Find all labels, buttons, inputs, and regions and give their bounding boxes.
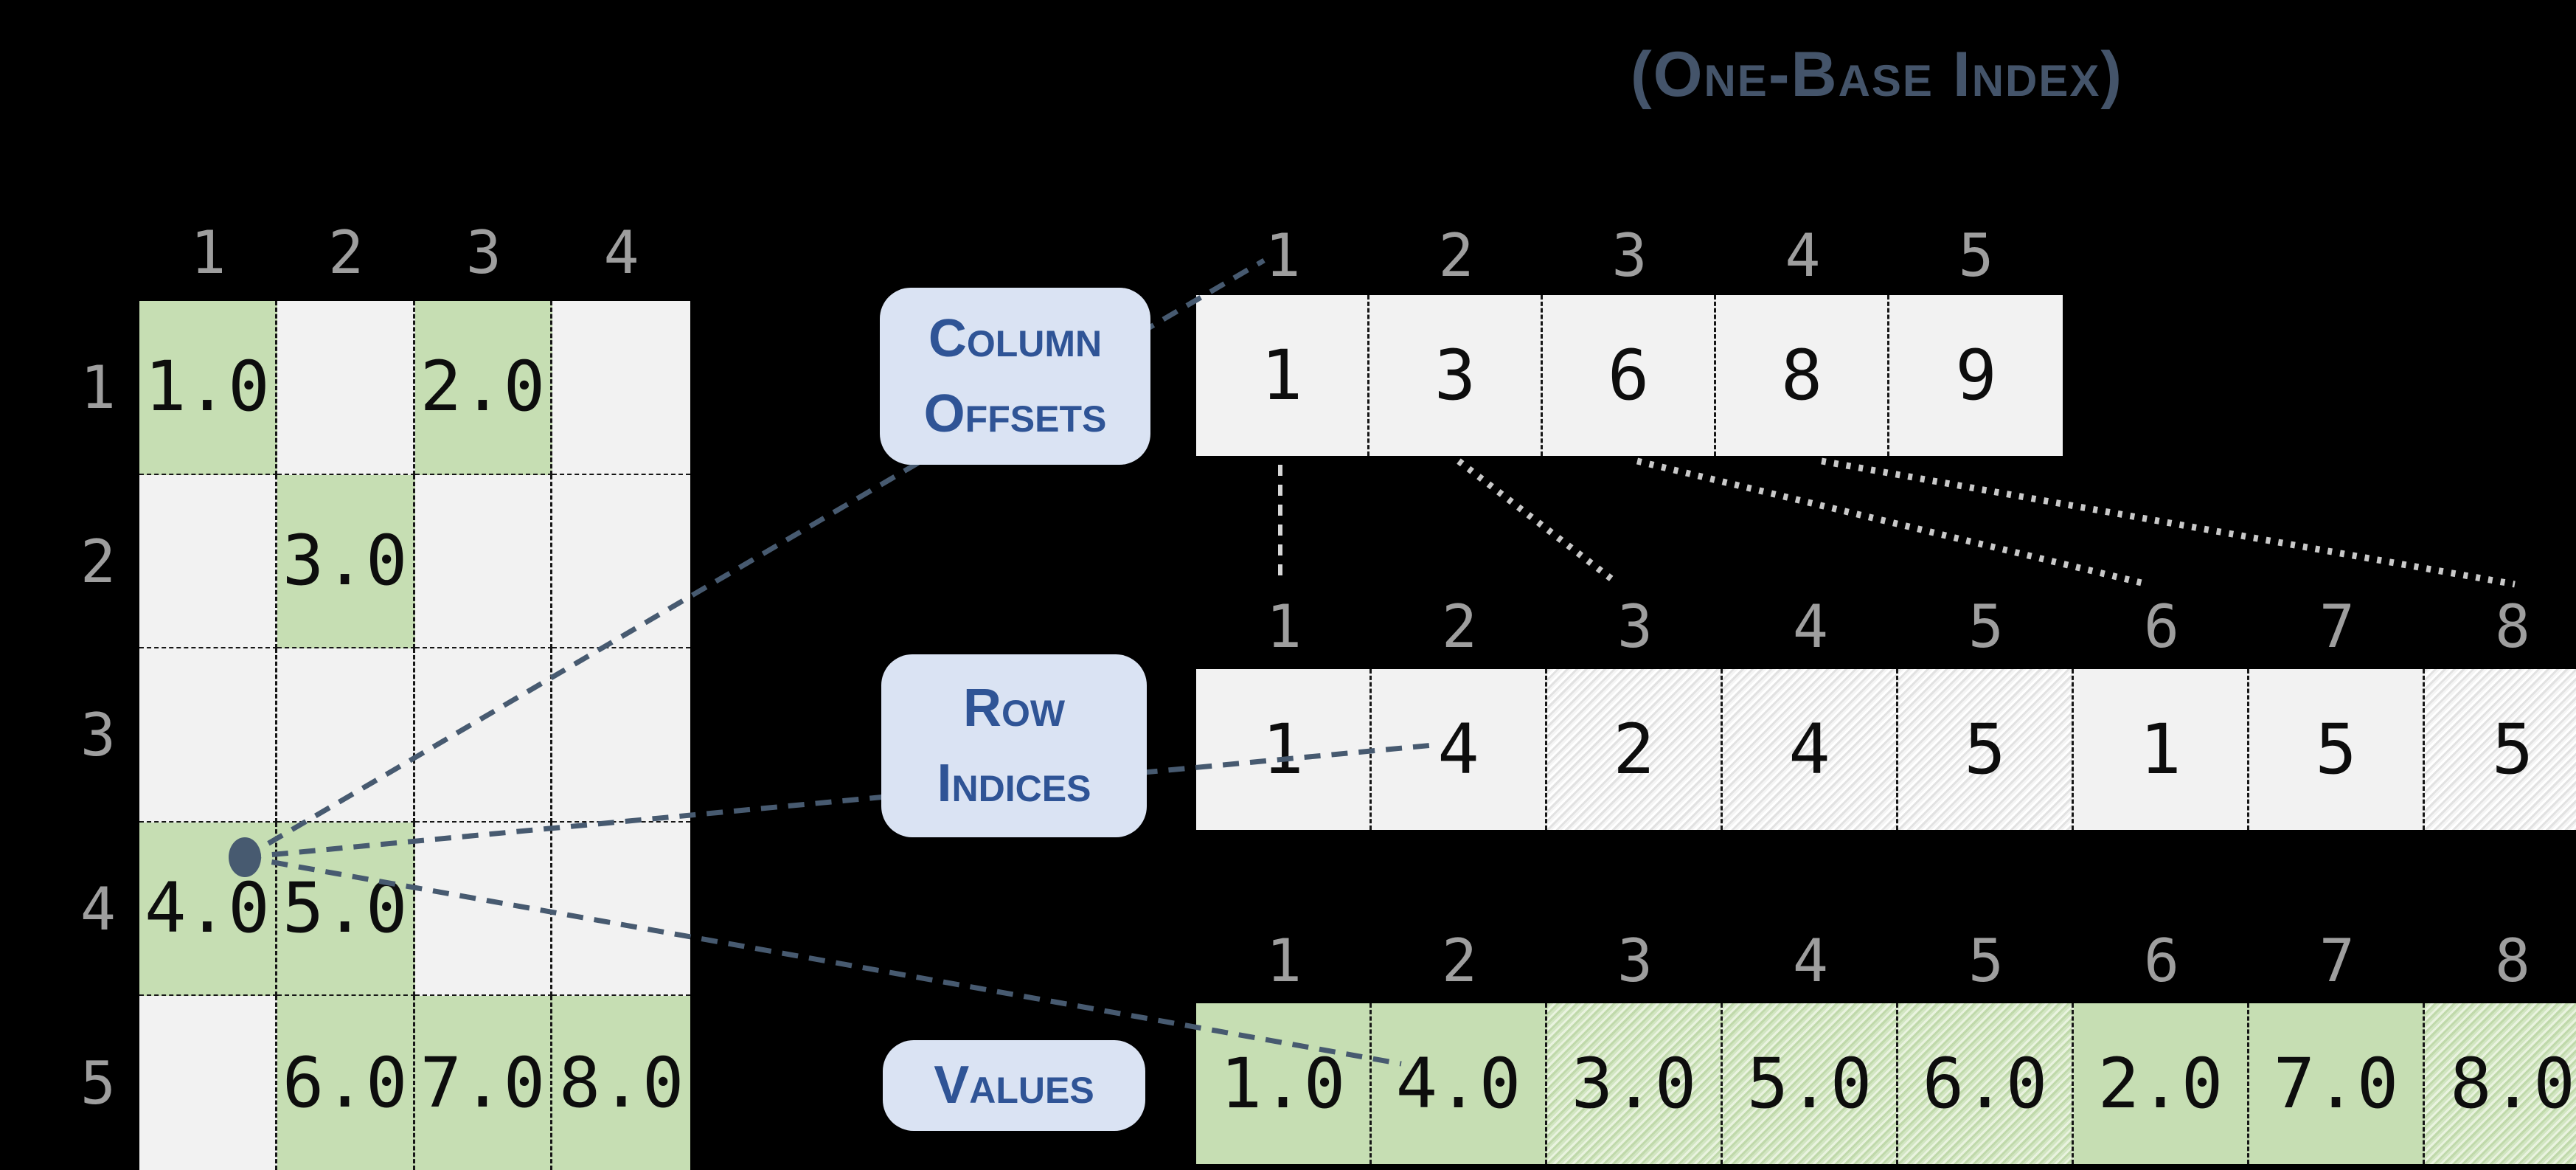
array-index-header: 2	[1438, 221, 1474, 290]
array-index-header: 1	[1266, 592, 1302, 661]
array-cell: 6	[1543, 295, 1716, 456]
array-index-header: 5	[1968, 927, 2004, 995]
array-cell: 1	[1196, 669, 1372, 830]
array-cell: 5.0	[1723, 1003, 1898, 1164]
matrix-cell: 5.0	[277, 822, 415, 997]
array-index-header: 3	[1611, 221, 1648, 290]
matrix-cell: 1.0	[139, 301, 277, 475]
matrix-col-header: 2	[328, 218, 364, 287]
column-offsets-label: Column Offsets	[880, 288, 1150, 465]
matrix-cell	[414, 474, 553, 649]
array-cell: 4.0	[1372, 1003, 1547, 1164]
matrix-row-header: 5	[80, 1048, 117, 1118]
matrix-row-header: 4	[80, 875, 117, 944]
column-offsets-array: 1 3 6 8 9	[1196, 295, 2063, 456]
matrix-cell	[139, 996, 277, 1170]
row-indices-array: 1 4 2 4 5 1 5 5	[1196, 669, 2576, 830]
array-index-header: 5	[1968, 592, 2004, 661]
array-index-header: 1	[1265, 221, 1301, 290]
array-index-header: 8	[2494, 592, 2531, 661]
offset-pointer-3	[1636, 457, 2149, 588]
matrix-cell	[552, 474, 690, 649]
matrix-cell	[414, 648, 553, 823]
matrix-col-header: 1	[190, 218, 226, 287]
array-cell: 9	[1889, 295, 2063, 456]
array-cell: 1	[2074, 669, 2249, 830]
matrix-row-headers: 1 2 3 4 5	[65, 301, 131, 1170]
array-index-header: 2	[1441, 927, 1478, 995]
array-cell: 1	[1196, 295, 1369, 456]
column-offsets-headers: 1 2 3 4 5	[1196, 221, 2063, 290]
matrix-cell	[277, 301, 415, 475]
matrix-cell	[552, 648, 690, 823]
matrix-row-header: 3	[80, 701, 117, 770]
values-array: 1.0 4.0 3.0 5.0 6.0 2.0 7.0 8.0	[1196, 1003, 2576, 1164]
matrix-row-header: 1	[80, 353, 117, 423]
array-index-header: 8	[2494, 927, 2531, 995]
matrix-column-headers: 1 2 3 4	[139, 218, 690, 287]
array-cell: 8.0	[2425, 1003, 2576, 1164]
array-cell: 7.0	[2249, 1003, 2425, 1164]
array-index-header: 2	[1441, 592, 1478, 661]
matrix-cell: 2.0	[414, 301, 553, 475]
values-label: Values	[883, 1040, 1145, 1131]
sparse-matrix: 1.0 2.0 3.0 4.0 5.0 6.0 7.0 8.0	[139, 301, 690, 1170]
page-title: (One-Base Index)	[1630, 39, 2124, 110]
values-headers: 1 2 3 4 5 6 7 8	[1196, 927, 2576, 995]
array-cell: 4	[1723, 669, 1898, 830]
array-cell: 5	[2249, 669, 2425, 830]
array-index-header: 3	[1617, 592, 1653, 661]
matrix-cell: 3.0	[277, 474, 415, 649]
row-indices-headers: 1 2 3 4 5 6 7 8	[1196, 592, 2576, 661]
array-index-header: 5	[1958, 221, 1994, 290]
array-index-header: 4	[1785, 221, 1821, 290]
matrix-row-header: 2	[80, 527, 117, 596]
array-cell: 2.0	[2074, 1003, 2249, 1164]
array-cell: 3.0	[1547, 1003, 1723, 1164]
array-index-header: 4	[1792, 927, 1829, 995]
array-cell: 2	[1547, 669, 1723, 830]
matrix-cell: 4.0	[139, 822, 277, 997]
array-cell: 6.0	[1898, 1003, 2074, 1164]
array-cell: 3	[1369, 295, 1543, 456]
matrix-col-header: 3	[465, 218, 501, 287]
array-cell: 5	[2425, 669, 2576, 830]
array-index-header: 6	[2143, 592, 2180, 661]
matrix-cell	[552, 822, 690, 997]
array-cell: 4	[1372, 669, 1547, 830]
array-index-header: 1	[1266, 927, 1302, 995]
matrix-col-header: 4	[603, 218, 639, 287]
row-indices-label: Row Indices	[881, 654, 1147, 837]
matrix-cell: 7.0	[414, 996, 553, 1170]
matrix-cell: 6.0	[277, 996, 415, 1170]
matrix-cell	[277, 648, 415, 823]
matrix-cell	[139, 648, 277, 823]
array-index-header: 3	[1617, 927, 1653, 995]
array-index-header: 4	[1792, 592, 1829, 661]
matrix-cell	[139, 474, 277, 649]
array-index-header: 7	[2319, 927, 2355, 995]
array-cell: 8	[1716, 295, 1889, 456]
offset-pointer-4	[1821, 457, 2516, 588]
array-cell: 1.0	[1196, 1003, 1372, 1164]
array-index-header: 7	[2319, 592, 2355, 661]
array-cell: 5	[1898, 669, 2074, 830]
matrix-cell	[552, 301, 690, 475]
matrix-cell: 8.0	[552, 996, 690, 1170]
matrix-cell	[414, 822, 553, 997]
array-index-header: 6	[2143, 927, 2180, 995]
offset-pointer-2	[1457, 458, 1619, 586]
